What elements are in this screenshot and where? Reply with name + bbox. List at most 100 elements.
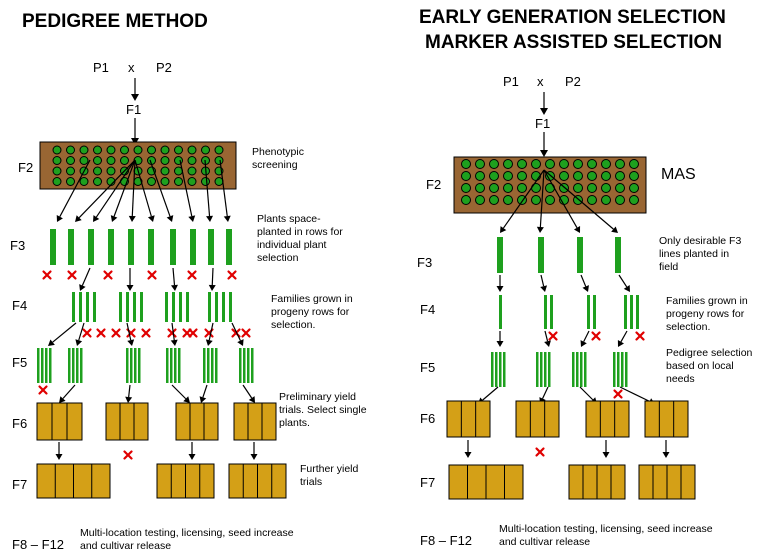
mas-label: MAS [661, 166, 696, 183]
plant-row [215, 292, 218, 322]
gen-label-f3: F3 [10, 238, 25, 253]
plant-dot [79, 156, 89, 165]
plant-row [251, 348, 254, 383]
cross-symbol: x [128, 60, 135, 75]
plant-row [86, 292, 89, 322]
plant-row [499, 352, 502, 387]
flow-arrow [231, 322, 241, 341]
plant-row [88, 229, 94, 265]
pedigree-flow [36, 159, 287, 499]
arrowhead [56, 215, 63, 222]
plant-row [170, 229, 176, 265]
arrowhead [206, 215, 214, 222]
plant-row [140, 292, 143, 322]
arrowhead [573, 226, 581, 233]
plant-dot [66, 156, 75, 165]
plant-dot [461, 159, 471, 169]
flow-arrow [618, 274, 628, 288]
plant-dot [187, 166, 197, 176]
gen-label-f7: F7 [420, 475, 435, 490]
plant-dot [79, 145, 89, 155]
arrowhead [75, 339, 83, 346]
rejected-mark-stroke [111, 328, 121, 338]
plant-dot [187, 145, 197, 155]
rejected-mark [96, 328, 106, 338]
arrowhead [662, 452, 670, 458]
note-final: Multi-location testing, licensing, seed … [80, 527, 297, 552]
rejected-mark [103, 270, 113, 280]
note-f3: Only desirable F3 lines planted in field [659, 235, 744, 273]
plant-dot [120, 156, 129, 165]
rejected-mark-stroke [613, 389, 623, 399]
plant-dot [559, 159, 569, 169]
plant-dot [629, 195, 639, 205]
flow-arrow [95, 159, 136, 218]
plant-row [229, 292, 232, 322]
arrowhead [93, 215, 100, 222]
rejected-mark-stroke [188, 328, 198, 338]
rejected-mark [241, 328, 251, 338]
plant-dot [587, 195, 597, 205]
flow-arrow [59, 159, 91, 217]
parent-p1: P1 [503, 74, 519, 89]
plant-dot [475, 183, 485, 193]
mas-title-line2: MARKER ASSISTED SELECTION [425, 32, 722, 53]
gen-label-f5: F5 [420, 360, 435, 375]
arrowhead [496, 341, 504, 347]
flow-arrow [179, 159, 193, 217]
flow-arrow [219, 159, 228, 217]
plant-row [80, 348, 83, 383]
plant-row [126, 348, 129, 383]
mas-flow [446, 169, 696, 500]
plant-row [134, 348, 137, 383]
plant-dot [615, 183, 625, 193]
parent-p1: P1 [93, 60, 109, 75]
plant-dot [503, 183, 513, 193]
plant-dot [489, 171, 499, 181]
plant-dot [160, 156, 170, 165]
plant-row [625, 352, 628, 387]
plant-dot [517, 171, 527, 181]
arrowhead [126, 285, 134, 291]
plant-dot [489, 159, 499, 169]
note-f7: Further yield trials [300, 463, 361, 488]
arrowhead [617, 340, 624, 347]
arrowhead [540, 108, 548, 115]
plant-dot [587, 171, 597, 181]
plant-dot [214, 177, 224, 186]
plant-row [587, 295, 590, 329]
plant-dot [531, 183, 541, 193]
plant-dot [461, 183, 471, 193]
rejected-mark-stroke [241, 328, 251, 338]
plant-dot [93, 145, 102, 155]
plant-row [49, 348, 52, 383]
plant-row [584, 352, 587, 387]
plant-dot [503, 195, 513, 205]
plant-row [636, 295, 639, 329]
yield-trial-plot [233, 402, 277, 441]
plant-dot [66, 166, 75, 176]
note-f6: Preliminary yield trials. Select single … [279, 391, 369, 429]
plant-row [503, 352, 506, 387]
flow-arrow [208, 322, 214, 341]
plant-dot [160, 166, 170, 176]
gen-label-f8-f12: F8 – F12 [12, 537, 64, 552]
rejected-mark [591, 331, 601, 341]
arrowhead [623, 285, 630, 292]
gen-label-f8-f12: F8 – F12 [420, 533, 472, 548]
plant-dot [503, 171, 513, 181]
arrowhead [59, 396, 66, 403]
flow-arrow [619, 386, 650, 402]
plant-row [72, 292, 75, 322]
yield-trial-plot [446, 400, 491, 438]
arrowhead [55, 454, 63, 460]
plant-dot [66, 145, 75, 155]
plant-dot [66, 177, 75, 186]
plant-row [548, 352, 551, 387]
plant-dot [587, 159, 597, 169]
gen-label-f5: F5 [12, 355, 27, 370]
rejected-mark-stroke [42, 270, 52, 280]
plant-row [540, 352, 543, 387]
plant-dot [133, 145, 143, 155]
rejected-mark-stroke [67, 270, 77, 280]
